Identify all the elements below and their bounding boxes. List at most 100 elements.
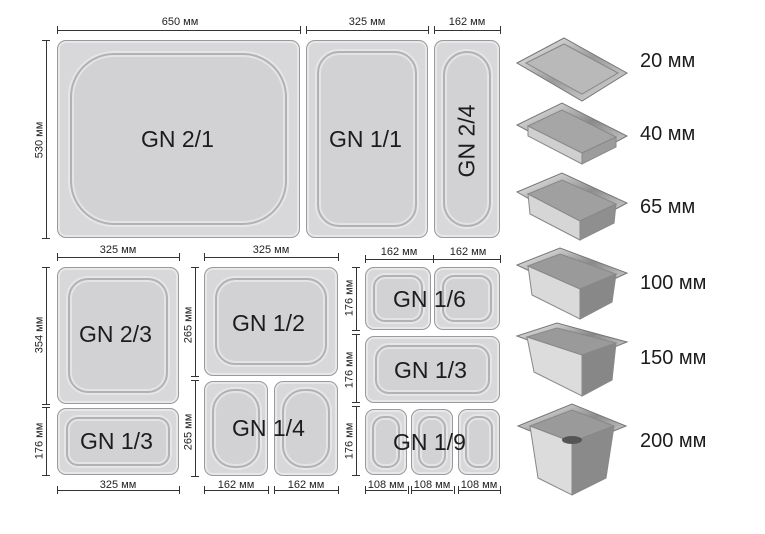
- pan-gn-2-4: [434, 40, 500, 238]
- dim-line-162: [434, 30, 500, 31]
- dim-tick: [42, 475, 50, 476]
- dim-tick: [268, 486, 269, 494]
- dim-top-162: 162 мм: [448, 16, 486, 28]
- dim-line-108: [458, 490, 500, 491]
- dim-top-325: 325 мм: [348, 16, 386, 28]
- dim-line-325: [57, 257, 179, 258]
- dim-tick: [352, 334, 360, 335]
- pan-gn-1-6-b: [434, 267, 500, 330]
- label-gn-1-9: GN 1/9: [393, 429, 466, 455]
- dim-tick: [204, 253, 205, 261]
- dim-line-176: [356, 267, 357, 330]
- dim-r2-162-a: 162 мм: [380, 246, 418, 258]
- dim-tick: [411, 486, 412, 494]
- dim-tick: [365, 486, 366, 494]
- dim-line-162: [204, 490, 268, 491]
- dim-r2-325-b: 325 мм: [252, 244, 290, 256]
- dim-left-530: 530 мм: [33, 121, 46, 159]
- pan-gn-1-9-c: [458, 409, 500, 475]
- dim-tick: [434, 26, 435, 34]
- dim-r2-325-a: 325 мм: [99, 244, 137, 256]
- dim-tick: [191, 376, 199, 377]
- pan-well: [442, 275, 492, 322]
- dim-tick: [428, 26, 429, 34]
- pan-well: [372, 416, 400, 468]
- dim-tick: [500, 486, 501, 494]
- dim-r2-162-b: 162 мм: [449, 246, 487, 258]
- depth-label-20: 20 мм: [640, 50, 696, 72]
- dim-bot-108-a: 108 мм: [367, 479, 405, 491]
- dim-tick: [179, 486, 180, 494]
- dim-right-176-c: 176 мм: [343, 422, 356, 460]
- pan-gn-1-9-a: [365, 409, 407, 475]
- dim-bot-108-c: 108 мм: [460, 479, 498, 491]
- pan-well: [418, 416, 446, 468]
- label-gn-1-3-left: GN 1/3: [80, 428, 153, 454]
- dim-tick: [274, 486, 275, 494]
- dim-tick: [42, 407, 50, 408]
- dim-line-162: [434, 259, 500, 260]
- dim-top-650: 650 мм: [161, 16, 199, 28]
- dim-bot-162-a: 162 мм: [217, 479, 255, 491]
- pan-gn-1-4-b: [274, 381, 338, 476]
- dim-mid-265-b: 265 мм: [182, 413, 195, 451]
- label-gn-2-4: GN 2/4: [453, 104, 480, 178]
- pan-photo-20mm: [515, 37, 628, 102]
- pan-gn-1-1: [306, 40, 428, 238]
- dim-tick: [500, 255, 501, 263]
- dim-tick: [338, 486, 339, 494]
- pan-gn-1-6-a: [365, 267, 431, 330]
- dim-tick: [179, 253, 180, 261]
- dim-line-530: [46, 40, 47, 238]
- pan-well: [66, 417, 170, 466]
- dim-tick: [458, 486, 459, 494]
- dim-left-176-a: 176 мм: [33, 422, 46, 460]
- depth-label-150: 150 мм: [640, 347, 707, 369]
- dim-tick: [191, 380, 199, 381]
- dim-tick: [191, 267, 199, 268]
- dim-line-162: [274, 490, 338, 491]
- dim-tick: [365, 255, 366, 263]
- dim-tick: [57, 253, 58, 261]
- dim-tick: [338, 253, 339, 261]
- pan-well: [375, 345, 490, 394]
- dim-tick: [433, 255, 434, 263]
- pan-gn-1-9-b: [411, 409, 453, 475]
- label-gn-1-6: GN 1/6: [393, 286, 466, 312]
- dim-bot-108-b: 108 мм: [413, 479, 451, 491]
- dim-bot-325: 325 мм: [99, 479, 137, 491]
- pan-well: [373, 275, 423, 322]
- dim-tick: [300, 26, 301, 34]
- pan-well: [70, 53, 287, 225]
- dim-line-325: [57, 490, 179, 491]
- pan-well: [212, 389, 260, 468]
- pan-gn-2-3: [57, 267, 179, 404]
- dim-right-176-a: 176 мм: [343, 279, 356, 317]
- pan-well: [317, 51, 417, 227]
- dim-tick: [408, 486, 409, 494]
- pan-photo-40mm: [515, 102, 629, 165]
- label-gn-1-4: GN 1/4: [232, 415, 305, 441]
- dim-line-650: [57, 30, 300, 31]
- depth-label-40: 40 мм: [640, 123, 696, 145]
- pan-well: [443, 51, 491, 227]
- pan-gn-1-4-a: [204, 381, 268, 476]
- dim-line-265: [195, 267, 196, 376]
- pan-photo-150mm: [515, 322, 629, 397]
- depth-label-200: 200 мм: [640, 430, 707, 452]
- pan-well: [68, 278, 168, 393]
- dim-left-354: 354 мм: [33, 316, 46, 354]
- dim-tick: [352, 406, 360, 407]
- dim-line-354: [46, 267, 47, 404]
- dim-bot-162-b: 162 мм: [287, 479, 325, 491]
- label-gn-2-1: GN 2/1: [141, 126, 214, 152]
- dim-line-176: [46, 408, 47, 475]
- dim-right-176-b: 176 мм: [343, 351, 356, 389]
- depth-label-65: 65 мм: [640, 196, 696, 218]
- pan-gn-2-1: [57, 40, 300, 238]
- pan-gn-1-2: [204, 267, 338, 376]
- dim-tick: [352, 330, 360, 331]
- dim-tick: [204, 486, 205, 494]
- dim-tick: [352, 267, 360, 268]
- dim-tick: [500, 26, 501, 34]
